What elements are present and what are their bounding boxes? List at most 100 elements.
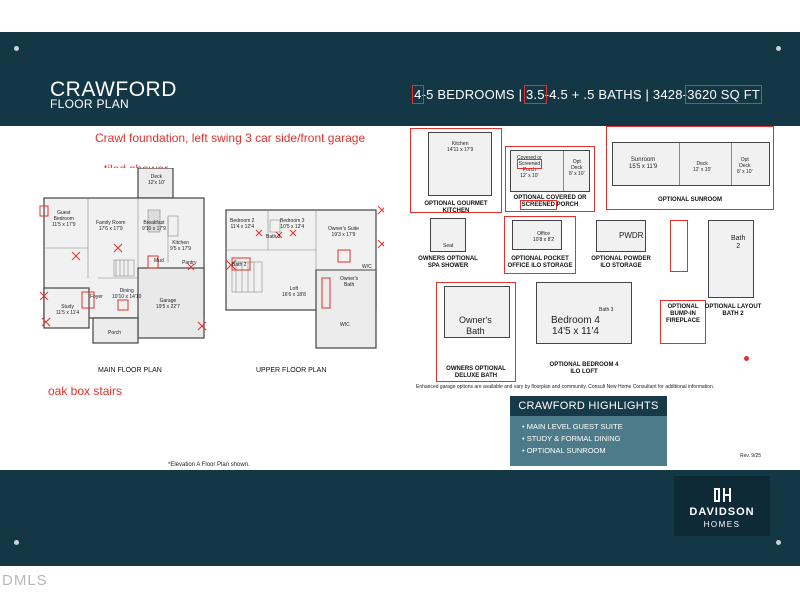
option-pocket-office-caption: OPTIONAL POCKET OFFICE ILO STORAGE	[507, 256, 573, 269]
highlight-item: • OPTIONAL SUNROOM	[522, 446, 606, 455]
highlights-heading: CRAWFORD HIGHLIGHTS	[510, 396, 667, 416]
logo-text-davidson: DAVIDSON	[689, 506, 755, 518]
mls-watermark: DMLS	[2, 572, 48, 589]
davidson-homes-logo: DAVIDSON HOMES	[674, 476, 770, 536]
option-sunroom-room: Sunroom 15'5 x 11'9	[629, 157, 657, 171]
revision-note: Rev. 9/25	[740, 453, 762, 459]
option-sunroom-deck-text: Deck 12' x 10'	[693, 161, 712, 173]
bedrooms-text: -5 BEDROOMS |	[421, 87, 527, 102]
option-deluxe-bath-caption: OWNERS OPTIONAL DELUXE BATH	[446, 366, 506, 379]
option-porch-room-line3: Porch 12' x 10'	[520, 167, 539, 179]
room-kitchen: Kitchen 9'5 x 17'9	[170, 240, 191, 252]
room-wic: WIC	[340, 322, 350, 328]
option-deluxe-bath-room: Owner's Bath	[459, 315, 492, 337]
plan-title: CRAWFORD	[50, 78, 177, 101]
room-wc: W/C	[362, 264, 372, 270]
room-study: Study 11'5 x 11'4	[56, 304, 79, 316]
main-floor-plan-drawing	[39, 168, 207, 344]
room-foyer: Foyer	[90, 294, 103, 300]
option-covered-porch-box	[505, 146, 595, 212]
option-bath2-caption: OPTIONAL LAYOUT BATH 2	[704, 304, 762, 317]
upper-floor-plan-drawing	[225, 205, 384, 349]
corner-dot	[14, 46, 19, 51]
option-gourmet-kitchen-box	[410, 128, 502, 213]
option-gourmet-kitchen-drawing: Kitchen 14'11 x 17'9	[428, 132, 492, 196]
room-porch: Porch	[108, 330, 122, 336]
room-guest-bedroom: Guest Bedroom 11'5 x 17'9	[52, 210, 76, 228]
option-spa-shower-drawing: Seat	[430, 218, 466, 252]
room-bedroom-3: Bedroom 3 10'5 x 12'4	[280, 218, 304, 230]
option-covered-porch-caption-line1: OPTIONAL COVERED OR	[513, 195, 587, 201]
room-dining-text: Dining 10'10 x 14'10	[112, 288, 142, 300]
option-powder-drawing: PWDR	[596, 220, 646, 252]
option-covered-porch-caption-rest: PORCH	[555, 202, 579, 208]
option-sunroom-room-text: Sunroom 15'5 x 11'9	[629, 157, 658, 170]
room-owners-suite: Owner's Suite 19'3 x 17'9	[328, 226, 359, 238]
option-porch-opt-deck-text: Opt Deck 8' x 10'	[569, 159, 585, 177]
room-owners-suite-text: Owner's Suite 19'3 x 17'9	[328, 226, 359, 238]
option-powder-caption: OPTIONAL POWDER ILO STORAGE	[591, 256, 651, 269]
sunroom-divider	[679, 143, 680, 185]
option-bath2-room: Bath 2	[731, 235, 745, 251]
option-kitchen-room: Kitchen 14'11 x 17'9	[447, 141, 473, 153]
option-sunroom-deck: Deck 12' x 10'	[693, 161, 711, 173]
upper-floor-caption: UPPER FLOOR PLAN	[256, 367, 327, 374]
option-deluxe-bath-box	[436, 282, 516, 382]
room-family: Family Room 17'6 x 17'9	[96, 220, 125, 232]
logo-mark-icon	[714, 488, 731, 502]
option-gourmet-kitchen-caption: OPTIONAL GOURMET KITCHEN	[424, 201, 488, 214]
option-office-room: Office 10'8 x 8'2	[533, 231, 554, 243]
room-breakfast: Breakfast 9'10 x 17'9	[142, 220, 166, 232]
foundation-annotation: Crawl foundation, left swing 3 car side/…	[95, 131, 366, 145]
bedrooms-min-highlight: 4	[412, 85, 424, 104]
room-owners-bath: Owner's Bath	[340, 276, 358, 288]
option-deluxe-bath-drawing: Owner's Bath	[444, 286, 510, 338]
baths-text: -4.5 + .5 BATHS | 3428-	[544, 87, 688, 102]
room-garage-text: Garage 19'5 x 22'7	[156, 298, 180, 310]
room-owners-bath-text: Owner's Bath	[340, 276, 359, 288]
option-pocket-office-drawing: Office 10'8 x 8'2	[512, 220, 562, 250]
baths-min-highlight: 3.5	[524, 85, 547, 104]
option-deluxe-bath-room-text: Owner's Bath	[459, 315, 492, 336]
option-pocket-office-box	[504, 216, 576, 274]
garage-disclaimer: Enhanced garage options are available an…	[416, 384, 715, 390]
option-sunroom-box	[606, 126, 774, 210]
option-office-room-text: Office 10'8 x 8'2	[533, 231, 555, 243]
option-bath2-drawing: Bath 2	[708, 220, 754, 298]
plan-subtitle: FLOOR PLAN	[50, 97, 130, 111]
room-loft-text: Loft 16'6 x 18'8	[282, 286, 306, 298]
corner-dot	[14, 540, 19, 545]
option-porch-room-highlight: Screened	[516, 159, 543, 169]
room-pantry: Pantry	[182, 260, 197, 266]
option-bedroom4-caption: OPTIONAL BEDROOM 4 ILO LOFT	[549, 362, 619, 375]
option-bedroom4-room: Bedroom 4 14'5 x 11'4	[551, 315, 600, 337]
room-kitchen-text: Kitchen 9'5 x 17'9	[170, 240, 192, 252]
room-mud: Mud	[154, 258, 164, 264]
option-spa-seat: Seat	[443, 243, 454, 249]
red-dot	[744, 356, 749, 361]
room-dining: Dining 10'10 x 14'10	[112, 288, 141, 300]
room-guest-bedroom-text: Guest Bedroom 11'5 x 17'9	[52, 210, 76, 228]
footer-band	[0, 470, 800, 566]
option-porch-opt-deck: Opt Deck 8' x 10'	[569, 159, 585, 177]
room-deck: Deck 12'x 10'	[148, 174, 165, 186]
room-bath-2: Bath 2	[232, 262, 247, 268]
corner-dot	[776, 540, 781, 545]
option-bedroom4-bath: Bath 3	[599, 307, 614, 313]
option-sunroom-opt-deck: Opt Deck 8' x 10'	[737, 157, 753, 175]
option-covered-porch-caption-highlight: SCREENED	[519, 200, 558, 210]
option-sunroom-caption: OPTIONAL SUNROOM	[658, 197, 722, 203]
option-spa-shower-caption: OWNERS OPTIONAL SPA SHOWER	[418, 256, 478, 269]
option-powder-room: PWDR	[619, 231, 644, 240]
porch-divider	[563, 151, 564, 191]
option-fireplace-caption: OPTIONAL BUMP-IN FIREPLACE	[665, 304, 700, 324]
main-floor-plan: Deck 12'x 10' Guest Bedroom 11'5 x 17'9 …	[38, 168, 210, 358]
option-bedroom4-drawing: Bedroom 4 14'5 x 11'4 Bath 3	[536, 282, 632, 344]
highlights-panel: CRAWFORD HIGHLIGHTS • MAIN LEVEL GUEST S…	[510, 396, 667, 466]
room-garage: Garage 19'5 x 22'7	[156, 298, 180, 310]
room-bedroom-3-text: Bedroom 3 10'5 x 12'4	[280, 218, 305, 230]
room-bath-3: Bath 3	[266, 234, 281, 240]
